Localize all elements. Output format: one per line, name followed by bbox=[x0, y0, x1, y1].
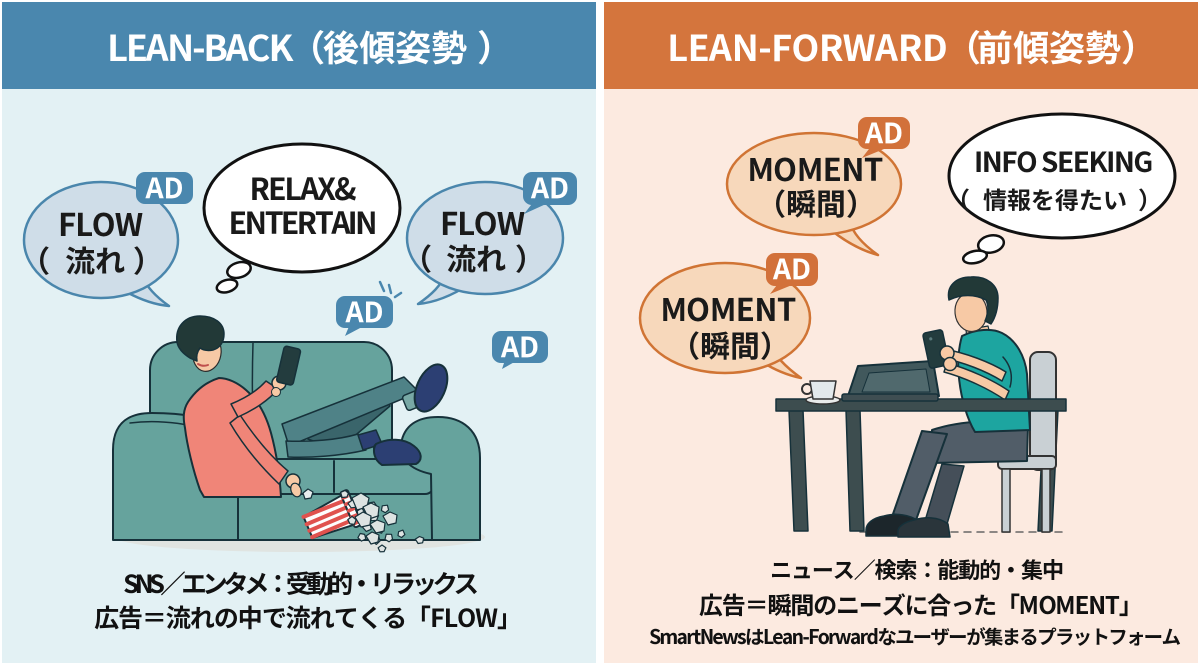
svg-text:AD: AD bbox=[500, 326, 539, 366]
svg-text:AD: AD bbox=[772, 248, 811, 288]
svg-text:ニュース／検索：能動的・集中: ニュース／検索：能動的・集中 bbox=[770, 553, 1064, 585]
svg-text:広告＝瞬間のニーズに合った「MOMENT」: 広告＝瞬間のニーズに合った「MOMENT」 bbox=[699, 586, 1143, 621]
svg-text:LEAN-FORWARD（前傾姿勢）: LEAN-FORWARD（前傾姿勢） bbox=[667, 20, 1157, 72]
svg-text:（瞬間）: （瞬間） bbox=[756, 180, 876, 224]
svg-text:（流れ）: （流れ） bbox=[402, 235, 545, 279]
svg-text:SmartNewsはLean-Forwardなユーザーが集ま: SmartNewsはLean-Forwardなユーザーが集まるプラットフォーム bbox=[649, 621, 1181, 650]
svg-text:AD: AD bbox=[145, 167, 184, 207]
svg-text:MOMENT: MOMENT bbox=[660, 285, 796, 330]
svg-text:SNS／エンタメ：受動的・リラックス: SNS／エンタメ：受動的・リラックス bbox=[123, 564, 479, 601]
svg-text:ENTERTAIN: ENTERTAIN bbox=[229, 199, 375, 243]
svg-text:AD: AD bbox=[345, 291, 384, 331]
svg-text:INFO SEEKING: INFO SEEKING bbox=[974, 141, 1152, 181]
svg-text:FLOW: FLOW bbox=[58, 200, 143, 245]
svg-text:（流れ）: （流れ） bbox=[20, 237, 163, 281]
svg-text:AD: AD bbox=[530, 167, 569, 207]
svg-text:AD: AD bbox=[864, 112, 903, 152]
svg-text:（瞬間）: （瞬間） bbox=[670, 322, 790, 366]
svg-text:RELAX&: RELAX& bbox=[250, 165, 356, 209]
svg-text:広告＝流れの中で流れてくる「FLOW」: 広告＝流れの中で流れてくる「FLOW」 bbox=[94, 599, 522, 635]
svg-text:LEAN-BACK（後傾姿勢）: LEAN-BACK（後傾姿勢） bbox=[107, 20, 513, 72]
svg-text:MOMENT: MOMENT bbox=[747, 145, 883, 190]
svg-text:FLOW: FLOW bbox=[440, 199, 525, 244]
